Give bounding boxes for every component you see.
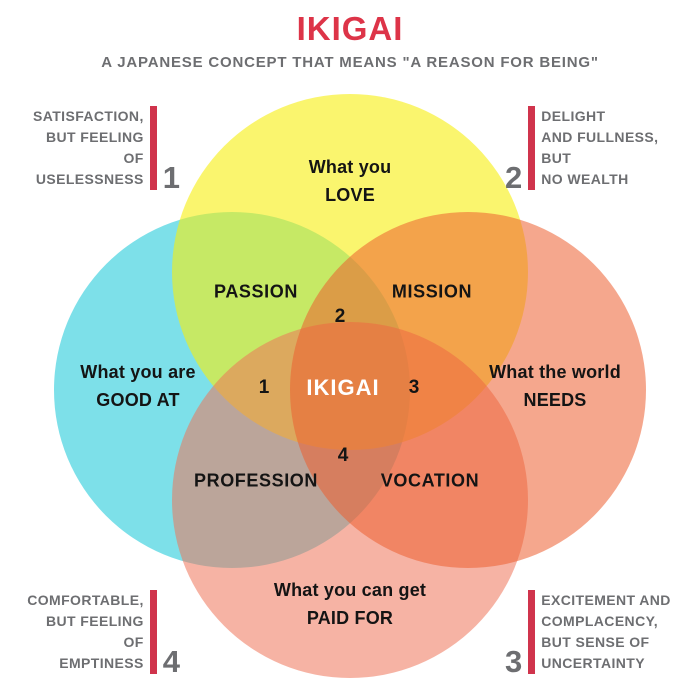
- annotation-number-3: 3: [505, 644, 523, 679]
- annotation-line: USELESSNESS: [35, 171, 144, 187]
- red-bar: [149, 590, 157, 674]
- annotation-top-left-text: SATISFACTION, BUT FEELING OF USELESSNESS: [33, 106, 144, 190]
- annotation-line: BUT FEELING: [46, 129, 144, 145]
- annotation-bottom-left: COMFORTABLE, BUT FEELING OF EMPTINESS 4: [14, 590, 180, 679]
- overlap-number-1: 1: [258, 377, 270, 398]
- annotation-line: BUT FEELING: [46, 613, 144, 629]
- overlap-label-vocation: VOCATION: [380, 470, 480, 491]
- overlap-number-4: 4: [337, 445, 349, 466]
- label-paid-for-line2: PAID FOR: [306, 608, 394, 628]
- label-needs-line2: NEEDS: [523, 390, 587, 410]
- annotation-line: UNCERTAINTY: [541, 655, 645, 671]
- label-paid-for: What you can get PAID FOR: [274, 576, 426, 632]
- annotation-number-2: 2: [505, 160, 523, 195]
- label-needs-line1: What the world: [489, 362, 621, 382]
- page-subtitle: A JAPANESE CONCEPT THAT MEANS "A REASON …: [101, 54, 599, 71]
- annotation-top-left: SATISFACTION, BUT FEELING OF USELESSNESS…: [14, 106, 180, 195]
- overlap-number-2: 2: [334, 306, 346, 327]
- overlap-label-profession: PROFESSION: [193, 470, 319, 491]
- annotation-line: COMFORTABLE,: [27, 592, 144, 608]
- center-label-ikigai: IKIGAI: [306, 375, 380, 400]
- annotation-line: AND FULLNESS,: [541, 129, 659, 145]
- circle-needs: [290, 212, 646, 568]
- label-good-at-line1: What you are: [80, 362, 196, 382]
- overlap-label-passion: PASSION: [214, 281, 298, 302]
- label-love: What you LOVE: [309, 153, 392, 209]
- annotation-bottom-left-text: COMFORTABLE, BUT FEELING OF EMPTINESS: [27, 590, 144, 674]
- label-paid-for-line1: What you can get: [273, 580, 427, 600]
- annotation-line: OF: [123, 634, 144, 650]
- annotation-number-1: 1: [162, 160, 180, 195]
- annotation-line: BUT SENSE OF: [541, 634, 650, 650]
- overlap-number-3: 3: [408, 377, 420, 398]
- annotation-top-right: 2 DELIGHT AND FULLNESS, BUT NO WEALTH: [505, 106, 658, 195]
- annotation-line: SATISFACTION,: [33, 108, 144, 124]
- label-needs: What the world NEEDS: [489, 358, 621, 414]
- annotation-line: DELIGHT: [541, 108, 606, 124]
- label-love-line2: LOVE: [325, 185, 375, 205]
- annotation-line: OF: [123, 150, 144, 166]
- label-good-at: What you are GOOD AT: [80, 358, 195, 414]
- red-bar: [149, 106, 157, 190]
- annotation-line: BUT: [541, 150, 572, 166]
- red-bar: [528, 590, 536, 674]
- annotation-bottom-right: 3 EXCITEMENT AND COMPLACENCY, BUT SENSE …: [505, 590, 671, 679]
- annotation-top-right-text: DELIGHT AND FULLNESS, BUT NO WEALTH: [541, 106, 658, 190]
- page-title: IKIGAI: [296, 10, 404, 47]
- annotation-line: NO WEALTH: [541, 171, 629, 187]
- annotation-line: EMPTINESS: [59, 655, 144, 671]
- annotation-bottom-right-text: EXCITEMENT AND COMPLACENCY, BUT SENSE OF…: [541, 590, 671, 674]
- label-good-at-line2: GOOD AT: [96, 390, 180, 410]
- label-love-line1: What you: [308, 157, 392, 177]
- annotation-line: EXCITEMENT AND: [541, 592, 671, 608]
- red-bar: [528, 106, 536, 190]
- annotation-number-4: 4: [162, 644, 180, 679]
- overlap-label-mission: MISSION: [391, 281, 473, 302]
- annotation-line: COMPLACENCY,: [541, 613, 659, 629]
